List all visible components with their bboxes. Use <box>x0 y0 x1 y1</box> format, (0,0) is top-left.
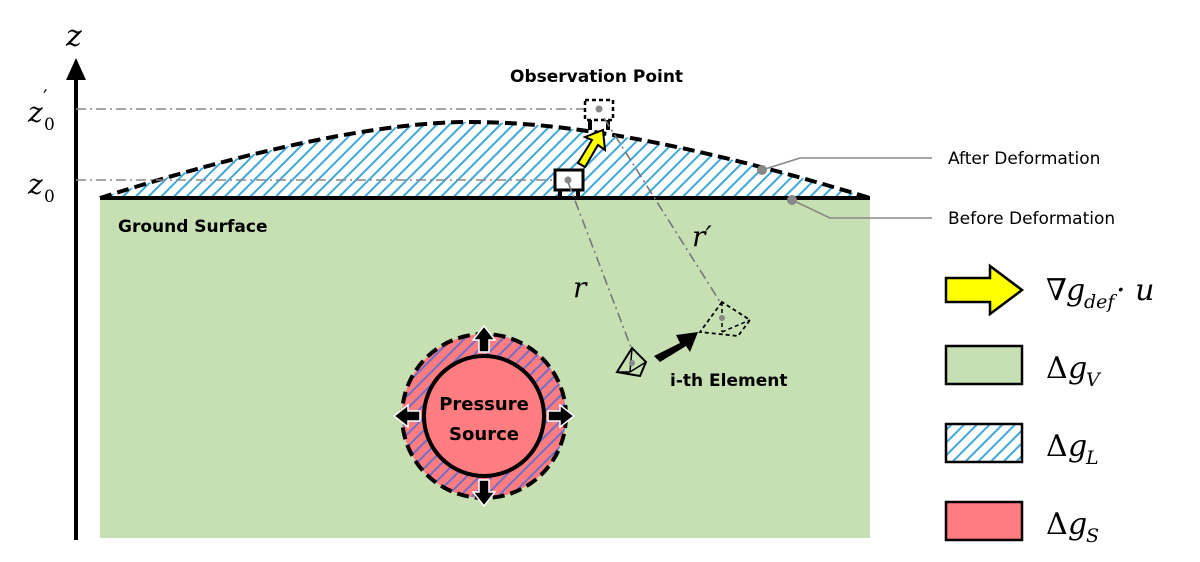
legend-volume-swatch <box>944 344 1024 386</box>
svg-text:L: L <box>1085 447 1099 469</box>
gauge-before-icon <box>553 168 585 198</box>
element-original-icon <box>615 346 648 378</box>
svg-text:0: 0 <box>44 115 55 135</box>
pressure-source <box>400 332 568 500</box>
pressure-source-label-2: Source <box>449 424 519 445</box>
z-axis-arrowhead <box>66 58 86 80</box>
ith-element-label: i-th Element <box>670 371 787 391</box>
r-prime-line <box>603 117 723 306</box>
svg-text:′: ′ <box>43 85 48 109</box>
svg-text:V: V <box>1086 369 1102 391</box>
displacement-arrow-icon <box>576 128 607 169</box>
svg-text:g: g <box>1066 273 1085 308</box>
legend-gradient-label: ∇ g def · u <box>1046 273 1154 313</box>
svg-text:Δ: Δ <box>1046 351 1068 386</box>
z-axis-label: z <box>65 19 82 54</box>
svg-text:z: z <box>27 96 43 129</box>
legend-layer-swatch <box>944 422 1024 464</box>
before-deformation-callout <box>787 195 932 219</box>
r-prime-label: r′ <box>692 220 712 253</box>
z0-label: z 0 <box>27 168 55 207</box>
after-deformation-callout <box>757 157 932 175</box>
legend-yellow-arrow-icon <box>944 263 1025 317</box>
svg-text:Δ: Δ <box>1046 507 1068 542</box>
svg-text:0: 0 <box>44 187 55 207</box>
svg-text:Δ: Δ <box>1046 429 1068 464</box>
svg-text:∇: ∇ <box>1046 273 1067 308</box>
after-deformation-curve <box>99 119 871 200</box>
svg-text:S: S <box>1086 525 1099 547</box>
svg-text:· u: · u <box>1116 273 1154 308</box>
pressure-arrows-icon <box>392 324 576 508</box>
svg-text:z: z <box>27 168 43 201</box>
svg-text:g: g <box>1068 507 1087 542</box>
pressure-source-label-1: Pressure <box>439 394 529 415</box>
svg-text:def: def <box>1084 291 1117 313</box>
observation-point-label: Observation Point <box>510 67 683 87</box>
z0-prime-label: z ′ 0 <box>27 85 55 135</box>
legend-source-label: Δ g S <box>1046 507 1099 547</box>
r-line <box>567 181 633 351</box>
legend-layer-label: Δ g L <box>1046 429 1099 469</box>
ground-surface-label: Ground Surface <box>118 217 268 237</box>
legend-source-swatch <box>944 500 1024 542</box>
element-displaced-icon <box>698 300 752 337</box>
svg-text:g: g <box>1068 429 1087 464</box>
svg-text:g: g <box>1068 351 1087 386</box>
r-label: r <box>573 271 588 304</box>
after-deformation-label: After Deformation <box>948 149 1100 169</box>
before-deformation-label: Before Deformation <box>948 209 1115 229</box>
legend-volume-label: Δ g V <box>1046 351 1102 391</box>
legend: ∇ g def · u Δ g V Δ g L Δ g S <box>944 263 1154 547</box>
element-motion-arrow-icon <box>654 332 698 362</box>
deformed-layer <box>100 122 870 198</box>
